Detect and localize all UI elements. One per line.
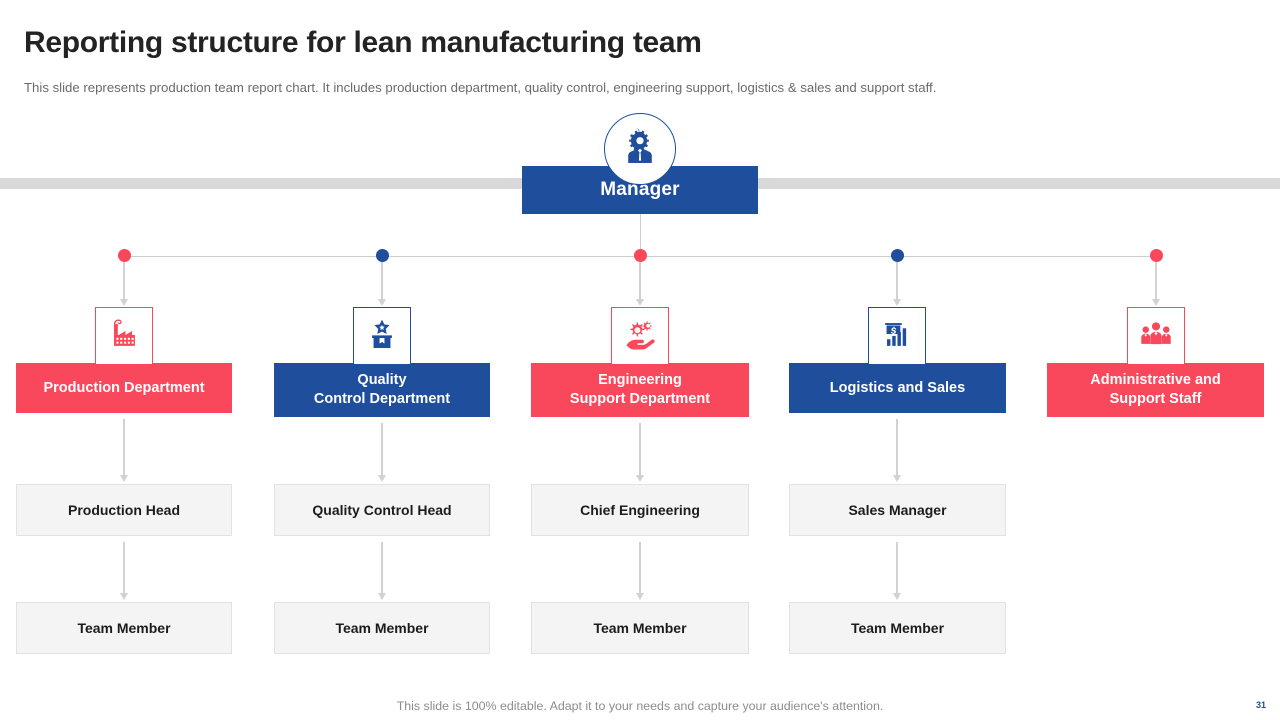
connector-line <box>1155 262 1157 299</box>
department-label-line: Support Department <box>569 391 711 407</box>
connector-arrow <box>377 299 386 306</box>
department-label-line: Control Department <box>313 391 451 407</box>
connector-arrow <box>892 593 901 600</box>
connector-arrow <box>119 593 128 600</box>
connector-line <box>381 423 383 475</box>
connector-line <box>123 419 125 475</box>
connector-line <box>381 542 383 593</box>
node-sub[interactable]: Team Member <box>789 602 1006 654</box>
sub-label: Team Member <box>593 620 687 636</box>
connector-line <box>639 423 641 475</box>
connector-line <box>896 262 898 299</box>
node-sub[interactable]: Team Member <box>531 602 749 654</box>
sub-label: Quality Control Head <box>312 502 452 518</box>
quality-star-box-icon <box>364 316 400 357</box>
sub-label: Production Head <box>67 502 180 518</box>
manager-label: Manager <box>600 179 680 200</box>
connector-line <box>123 542 125 593</box>
footer-note: This slide is 100% editable. Adapt it to… <box>396 699 884 713</box>
department-label-line: Engineering <box>598 372 682 389</box>
manager-stem <box>639 214 641 256</box>
connector-line <box>639 262 641 299</box>
bus-dot <box>633 249 647 262</box>
bus-dot <box>375 249 389 262</box>
sub-label: Chief Engineering <box>580 502 700 518</box>
department-label-line: Quality <box>357 372 407 389</box>
connector-arrow <box>377 593 386 600</box>
connector-arrow <box>635 475 644 482</box>
department-icon-box <box>868 307 926 365</box>
sales-chart-dollar-icon <box>878 315 916 358</box>
manager-icon-circle <box>604 113 676 185</box>
node-sub[interactable]: Chief Engineering <box>531 484 749 536</box>
page-number: 31 <box>1255 700 1266 710</box>
connector-arrow <box>119 299 128 306</box>
node-sub[interactable]: Team Member <box>16 602 232 654</box>
department-icon-box <box>95 307 153 365</box>
connector-arrow <box>635 299 644 306</box>
sub-label: Team Member <box>850 620 945 636</box>
department-label: Logistics and Sales <box>822 379 973 398</box>
factory-icon <box>105 315 143 358</box>
connector-arrow <box>119 475 128 482</box>
node-department[interactable]: Production Department <box>16 363 232 413</box>
bus-dot <box>890 249 904 262</box>
connector-line <box>123 262 125 299</box>
node-sub[interactable]: Production Head <box>16 484 232 536</box>
node-sub[interactable]: Team Member <box>274 602 490 654</box>
node-sub[interactable]: Quality Control Head <box>274 484 490 536</box>
connector-line <box>381 262 383 299</box>
department-label-line: Production Department <box>43 379 205 396</box>
connector-arrow <box>892 299 901 306</box>
connector-line <box>896 419 898 475</box>
department-label: Production Department <box>35 379 212 398</box>
bus-dot <box>117 249 131 262</box>
department-label-line: Administrative and <box>1090 372 1221 389</box>
manager-person-gear-icon <box>620 127 660 172</box>
page-title: Reporting structure for lean manufacturi… <box>24 26 702 59</box>
connector-arrow <box>377 475 386 482</box>
sub-label: Team Member <box>77 620 171 636</box>
hand-gears-icon <box>621 315 659 358</box>
connector-line <box>896 542 898 593</box>
sub-label: Team Member <box>335 620 429 636</box>
bus-dot <box>1149 249 1163 262</box>
department-icon-box <box>353 307 411 365</box>
department-icon-box <box>611 307 669 365</box>
connector-arrow <box>1151 299 1160 306</box>
sub-label: Sales Manager <box>848 502 947 518</box>
node-department[interactable]: Logistics and Sales <box>789 363 1006 413</box>
connector-line <box>639 542 641 593</box>
team-people-icon <box>1137 315 1175 358</box>
department-icon-box <box>1127 307 1185 365</box>
connector-arrow <box>635 593 644 600</box>
page-subtitle: This slide represents production team re… <box>24 80 937 95</box>
department-label-line: Logistics and Sales <box>829 379 966 396</box>
department-label-line: Support Staff <box>1109 391 1202 407</box>
connector-arrow <box>892 475 901 482</box>
node-sub[interactable]: Sales Manager <box>789 484 1006 536</box>
